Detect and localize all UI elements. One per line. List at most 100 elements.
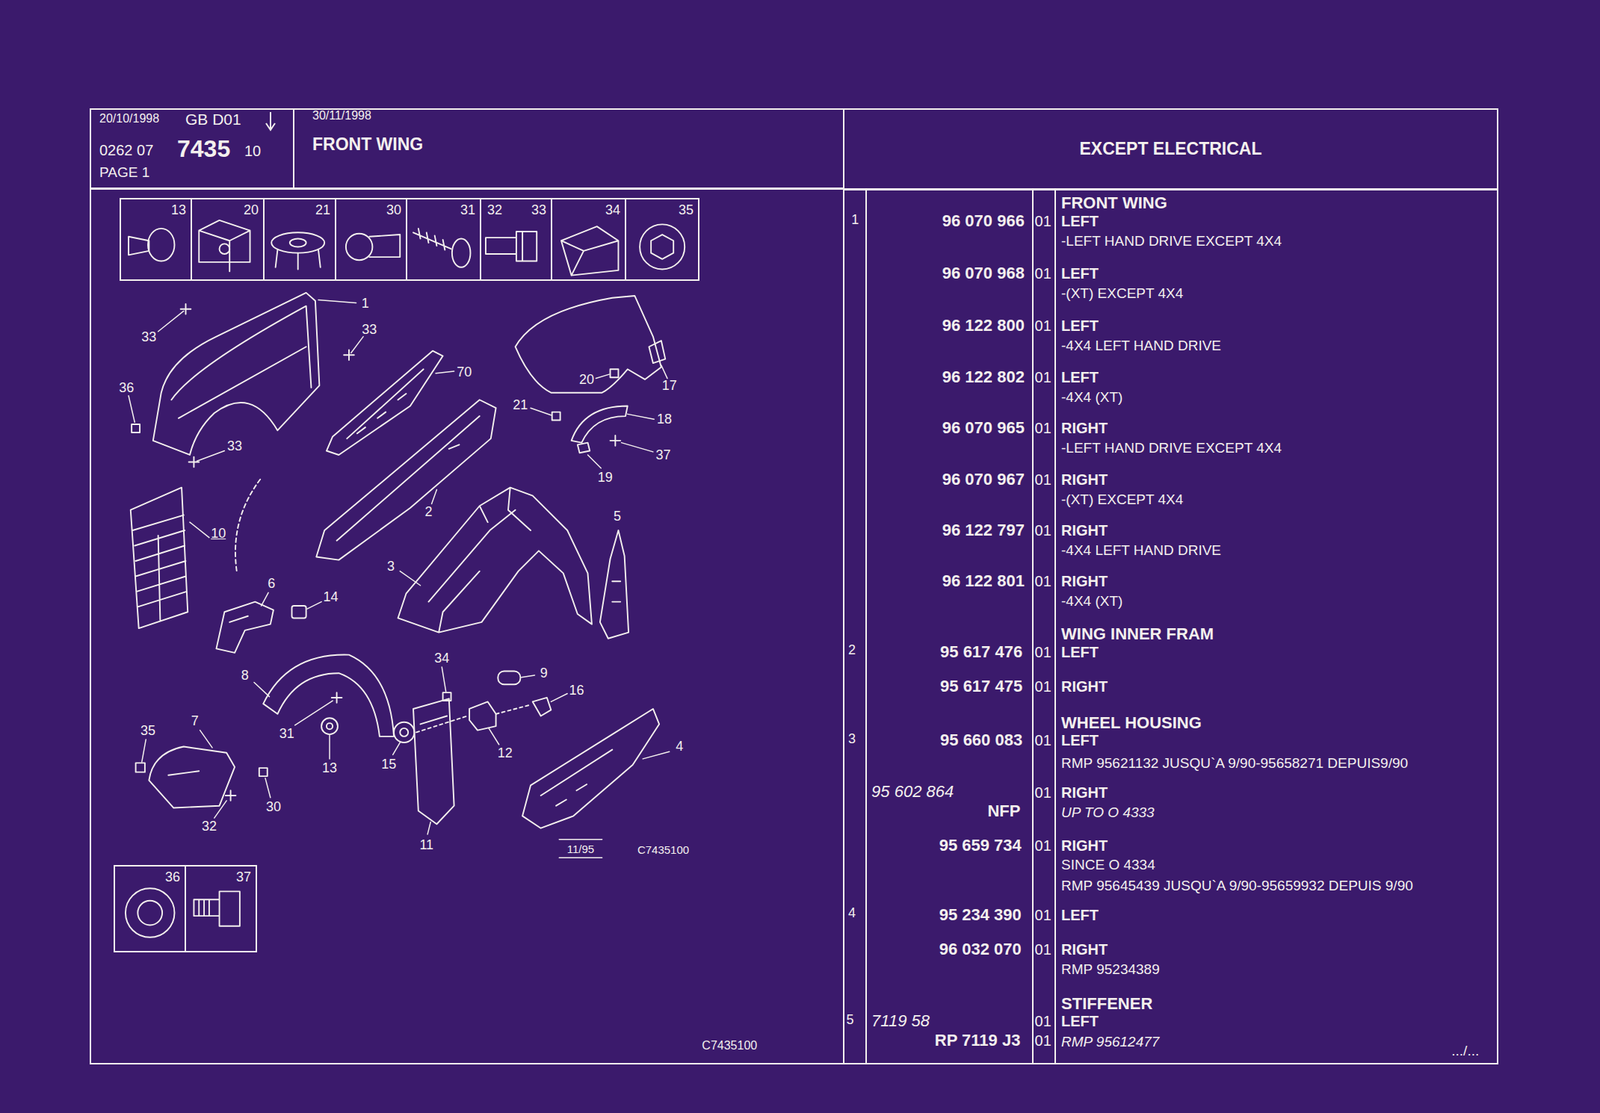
part-outline bbox=[193, 891, 240, 926]
part-outline bbox=[351, 337, 364, 354]
parts-table-text: -4X4 (XT) bbox=[1061, 594, 1123, 609]
part-outline bbox=[275, 250, 321, 270]
parts-table-text: 01 bbox=[1035, 573, 1052, 589]
callout-number: 9 bbox=[540, 666, 548, 681]
parts-table-text: WING INNER FRAM bbox=[1061, 626, 1214, 643]
part-outline bbox=[416, 705, 531, 734]
part-outline bbox=[128, 236, 149, 256]
parts-table-text: 01 bbox=[1035, 838, 1052, 854]
parts-table-text: 01 bbox=[1035, 420, 1052, 436]
page-title: FRONT WING bbox=[312, 136, 423, 154]
parts-table-text: LEFT bbox=[1061, 369, 1099, 385]
inner-parts bbox=[130, 351, 660, 829]
parts-table-text: 95 602 864 bbox=[871, 783, 954, 801]
callout-number: 15 bbox=[381, 757, 397, 772]
part-outline bbox=[571, 405, 628, 443]
fastener-box: 35 bbox=[624, 198, 700, 281]
parts-table-text: 01 bbox=[1035, 785, 1052, 801]
part-outline bbox=[610, 369, 619, 378]
parts-table-text: 01 bbox=[1035, 1033, 1052, 1049]
parts-table-text: RIGHT bbox=[1061, 679, 1108, 695]
callout-number: 31 bbox=[279, 727, 295, 741]
callout-number: 8 bbox=[241, 668, 249, 683]
part-outline bbox=[259, 768, 268, 777]
part-outline bbox=[219, 243, 231, 255]
part-outline bbox=[600, 530, 629, 639]
parts-table-text: 96 122 801 bbox=[942, 573, 1025, 590]
callout-number: 35 bbox=[140, 724, 156, 738]
part-outline bbox=[398, 487, 592, 633]
parts-table-text: RP 7119 J3 bbox=[934, 1032, 1021, 1050]
parts-table-text: 01 bbox=[1035, 318, 1052, 334]
part-outline bbox=[550, 693, 568, 702]
part-outline bbox=[561, 226, 619, 276]
parts-table-text: LEFT bbox=[1061, 318, 1099, 334]
parts-table-text: 95 617 476 bbox=[940, 644, 1023, 661]
part-outline bbox=[158, 310, 184, 332]
part-outline bbox=[346, 233, 373, 261]
parts-table-text: RIGHT bbox=[1061, 942, 1108, 958]
header-cell: EXCEPT ELECTRICAL bbox=[842, 108, 1499, 191]
callout-number: 30 bbox=[386, 203, 402, 217]
part-outline bbox=[521, 675, 536, 678]
part-outline bbox=[289, 239, 307, 248]
leader-lines bbox=[128, 299, 670, 858]
part-outline bbox=[90, 109, 1498, 1065]
parts-table-text: 96 070 968 bbox=[942, 265, 1025, 282]
part-outline bbox=[321, 718, 338, 735]
parts-table-text: FRONT WING bbox=[1061, 195, 1168, 212]
fastener-box: 13 bbox=[119, 198, 193, 281]
callout-number: 16 bbox=[568, 683, 584, 698]
parts-table-text: -LEFT HAND DRIVE EXCEPT 4X4 bbox=[1061, 233, 1282, 249]
callout-number: 4 bbox=[675, 739, 684, 754]
fastener-box: 36 bbox=[113, 865, 187, 953]
parts-table-text: 01 bbox=[1035, 213, 1052, 229]
header-cell: 30/11/1998FRONT WING bbox=[292, 108, 845, 190]
page-frame bbox=[90, 109, 1498, 1065]
part-outline bbox=[650, 234, 674, 260]
callout-number: 70 bbox=[456, 365, 472, 379]
fastener-box: 37 bbox=[184, 865, 258, 953]
part-outline bbox=[171, 306, 311, 419]
part-outline bbox=[147, 228, 175, 262]
header-text: 0262 07 bbox=[99, 142, 154, 158]
parts-table-text: 3 bbox=[848, 732, 856, 746]
fastener-box: 30 bbox=[334, 198, 408, 281]
callout-number: 13 bbox=[171, 203, 187, 217]
callout-number: 33 bbox=[141, 330, 157, 344]
part-outline bbox=[393, 722, 415, 743]
parts-table-text: 2 bbox=[848, 643, 856, 657]
part-outline bbox=[369, 234, 400, 258]
part-outline bbox=[331, 692, 343, 704]
callout-number: 20 bbox=[579, 372, 595, 387]
parts-table-text: 01 bbox=[1035, 733, 1052, 749]
part-outline bbox=[265, 778, 271, 799]
callout-number: 20 bbox=[243, 203, 259, 217]
parts-table-text: -4X4 (XT) bbox=[1061, 390, 1123, 405]
parts-table-text: RIGHT bbox=[1061, 838, 1108, 854]
fastener-icons bbox=[125, 220, 685, 938]
part-outline bbox=[639, 224, 685, 270]
header-text: 7435 bbox=[177, 136, 231, 161]
part-outline bbox=[254, 682, 270, 697]
parts-table-text: -4X4 LEFT HAND DRIVE bbox=[1061, 337, 1222, 352]
parts-table-text: WHEEL HOUSING bbox=[1061, 715, 1202, 732]
callout-number: 34 bbox=[605, 203, 621, 217]
parts-table-text: 01 bbox=[1035, 907, 1052, 923]
fastener-box: 3233 bbox=[479, 198, 553, 281]
part-outline bbox=[125, 888, 175, 938]
callout-number: 14 bbox=[322, 590, 338, 604]
callout-number: 36 bbox=[118, 381, 134, 395]
parts-table-text: 95 659 734 bbox=[939, 837, 1022, 855]
parts-table-text: 96 070 967 bbox=[942, 471, 1025, 488]
parts-table-text: RIGHT bbox=[1061, 785, 1108, 801]
part-outline bbox=[443, 692, 452, 701]
part-outline bbox=[431, 489, 438, 504]
part-outline bbox=[225, 790, 237, 802]
parts-table-text: 96 122 797 bbox=[942, 522, 1025, 539]
callout-number: 33 bbox=[227, 439, 243, 453]
fastener-box: 21 bbox=[263, 198, 337, 281]
part-outline bbox=[235, 479, 261, 572]
part-outline bbox=[189, 522, 210, 538]
